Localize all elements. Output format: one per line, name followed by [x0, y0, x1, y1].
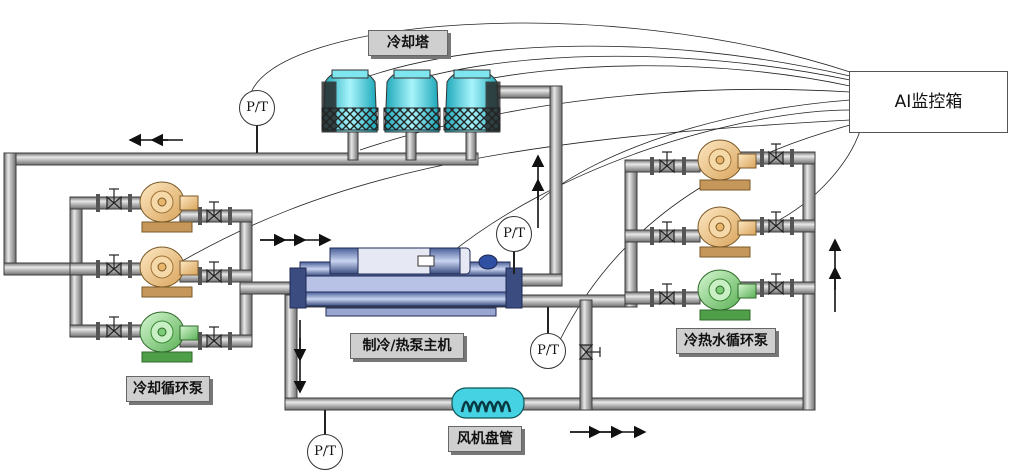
cooling-pump-label: 冷却循环泵 — [126, 376, 210, 402]
pt-sensor-host: P/T — [496, 216, 532, 252]
pt-sensor-top: P/T — [239, 90, 275, 126]
cooling-tower-label: 冷却塔 — [368, 30, 448, 56]
pt-sensor-bottom: P/T — [307, 434, 343, 470]
chiller-host-icon — [289, 247, 523, 317]
flanges — [96, 149, 794, 350]
hvac-pump-icon — [697, 139, 757, 258]
valves — [106, 143, 784, 360]
hvac-pump-label: 冷热水循环泵 — [676, 328, 776, 354]
sensor-stems — [256, 125, 549, 434]
cooling-pump-standby-icon — [139, 311, 199, 363]
fan-coil-label: 风机盘管 — [448, 426, 522, 452]
ai-monitor-box: AI监控箱 — [849, 71, 1008, 133]
cooling-tower-icon — [321, 69, 501, 133]
cooling-pump-icon — [139, 181, 199, 298]
hvac-pump-standby-icon — [697, 269, 757, 321]
fan-coil-icon — [451, 387, 525, 419]
chiller-host-label: 制冷/热泵主机 — [350, 333, 464, 359]
pt-sensor-loop: P/T — [530, 333, 566, 369]
flow-arrows — [128, 133, 842, 439]
